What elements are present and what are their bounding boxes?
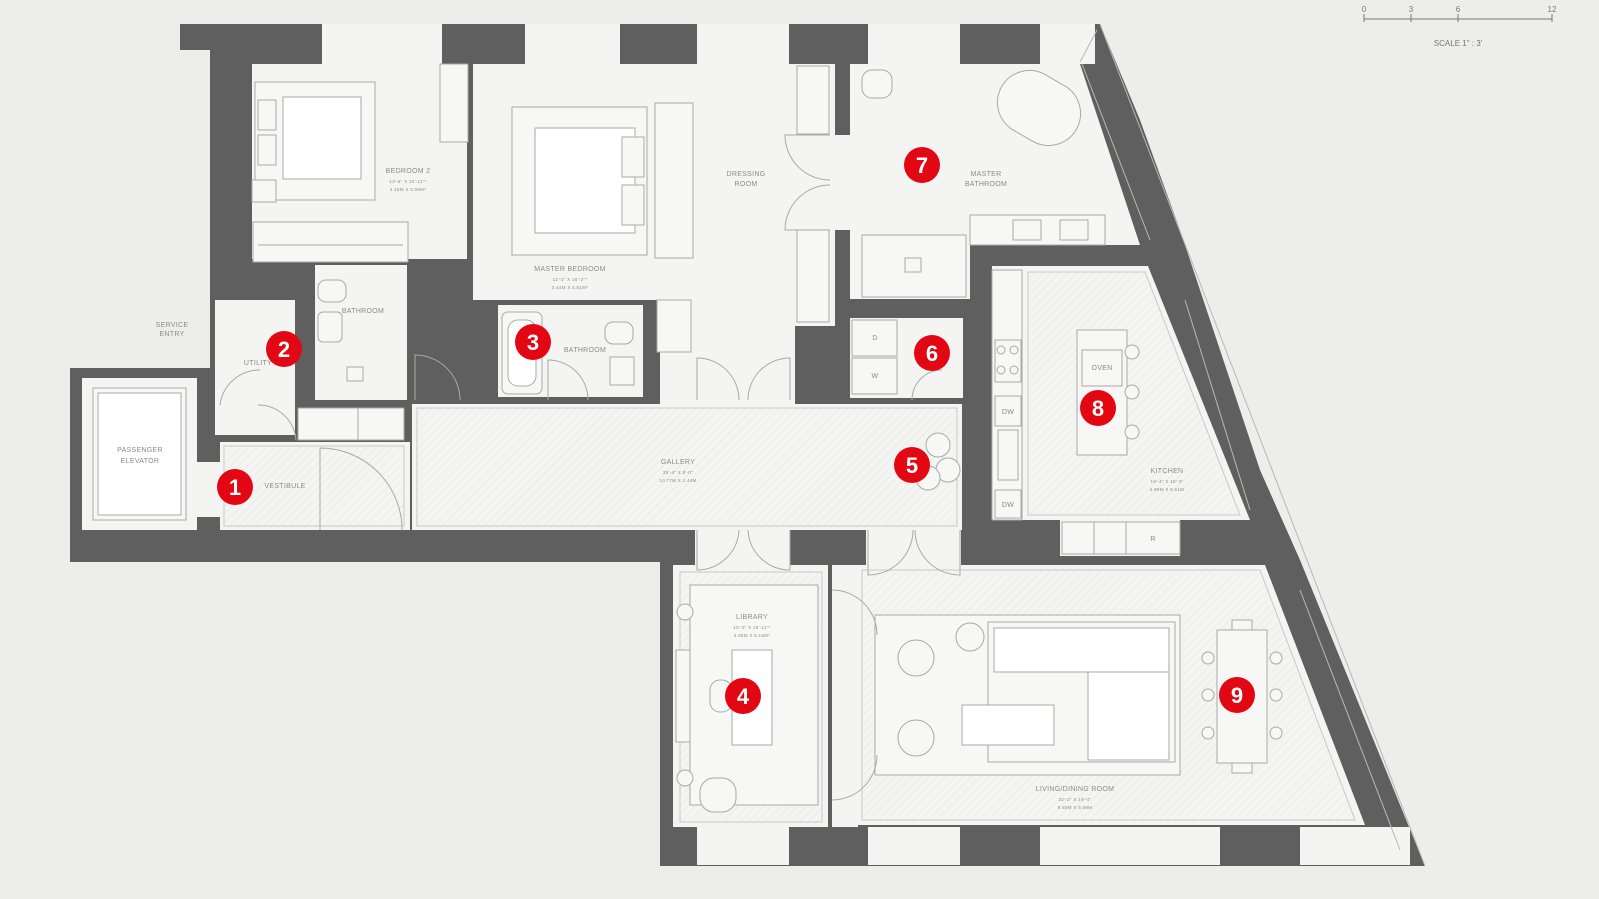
gallery-dim1: 35'-4" X 8'-0": [663, 470, 693, 475]
markers: 1 2 3 4 5 6 7 8 9: [217, 147, 1255, 714]
marker-9[interactable]: 9: [1219, 677, 1255, 713]
refrigerator-label: R: [1150, 536, 1155, 543]
dressing-room-line1: DRESSING: [727, 171, 766, 178]
library-dim2: 3.05M X 5.16M*: [734, 633, 770, 638]
living-dim2: 9.80M X 5.89M: [1058, 805, 1092, 810]
master-bedroom-dim1: 11'-3" X 15'-2"*: [553, 277, 588, 282]
facade-glazing: [1079, 23, 1426, 867]
doors: [219, 134, 961, 801]
svg-text:5: 5: [906, 453, 918, 478]
bathroom-b-name: BATHROOM: [564, 347, 606, 354]
bathroom-a-name: BATHROOM: [342, 308, 384, 315]
washer-label: W: [872, 373, 879, 380]
library-name: LIBRARY: [736, 614, 768, 621]
library-dim1: 10'-0" X 16'-11"*: [733, 625, 770, 630]
elevator-line2: ELEVATOR: [121, 458, 160, 465]
kitchen-name: KITCHEN: [1151, 468, 1184, 475]
svg-text:1: 1: [229, 475, 241, 500]
bedroom2-dim1: 13'-6" X 10'-11"*: [389, 179, 426, 184]
kitchen-dim2: 4.98M X 5.61M: [1150, 487, 1184, 492]
dw1-label: DW: [1002, 409, 1014, 416]
marker-4[interactable]: 4: [725, 678, 761, 714]
gallery-dim2: 10.77M X 2.44M: [659, 478, 696, 483]
dressing-room-line2: ROOM: [735, 181, 758, 188]
scale-tick-6: 6: [1456, 5, 1461, 14]
svg-text:3: 3: [527, 330, 539, 355]
room-labels: BEDROOM 2 13'-6" X 10'-11"* 4.18M X 3.06…: [117, 168, 1184, 810]
utility-name: UTILITY: [244, 360, 272, 367]
living-name: LIVING/DINING ROOM: [1036, 786, 1115, 793]
scale-label: SCALE 1" : 3': [1434, 39, 1483, 48]
svg-text:6: 6: [926, 341, 938, 366]
marker-2[interactable]: 2: [266, 331, 302, 367]
marker-5[interactable]: 5: [894, 447, 930, 483]
living-dim1: 32'-2" X 19'-4": [1059, 797, 1092, 802]
service-entry-line1: SERVICE: [156, 322, 189, 329]
svg-text:2: 2: [278, 337, 290, 362]
dw2-label: DW: [1002, 502, 1014, 509]
svg-text:8: 8: [1092, 396, 1104, 421]
marker-3[interactable]: 3: [515, 324, 551, 360]
scale-tick-3: 3: [1409, 5, 1414, 14]
master-bathroom-line1: MASTER: [971, 171, 1002, 178]
dryer-label: D: [872, 335, 877, 342]
bedroom2-name: BEDROOM 2: [386, 168, 431, 175]
gallery-name: GALLERY: [661, 459, 695, 466]
scale-tick-0: 0: [1362, 5, 1367, 14]
svg-text:7: 7: [916, 153, 928, 178]
master-bedroom-dim2: 3.44M X 4.61M*: [552, 285, 588, 290]
kitchen-dim1: 16'-4" X 18'-3": [1151, 479, 1184, 484]
scale-bar: 0 3 6 12 SCALE 1" : 3': [1362, 5, 1557, 48]
marker-1[interactable]: 1: [217, 469, 253, 505]
scale-tick-12: 12: [1548, 5, 1557, 14]
elevator-line1: PASSENGER: [117, 447, 163, 454]
svg-text:4: 4: [737, 684, 750, 709]
master-bathroom-line2: BATHROOM: [965, 181, 1007, 188]
bedroom2-dim2: 4.18M X 3.06M*: [390, 187, 426, 192]
master-bedroom-name: MASTER BEDROOM: [534, 266, 605, 273]
vestibule-name: VESTIBULE: [264, 483, 305, 490]
marker-7[interactable]: 7: [904, 147, 940, 183]
marker-6[interactable]: 6: [914, 335, 950, 371]
service-entry-line2: ENTRY: [159, 331, 184, 338]
furniture: [92, 63, 1283, 813]
oven-label: OVEN: [1091, 365, 1112, 372]
svg-text:9: 9: [1231, 683, 1243, 708]
marker-8[interactable]: 8: [1080, 390, 1116, 426]
